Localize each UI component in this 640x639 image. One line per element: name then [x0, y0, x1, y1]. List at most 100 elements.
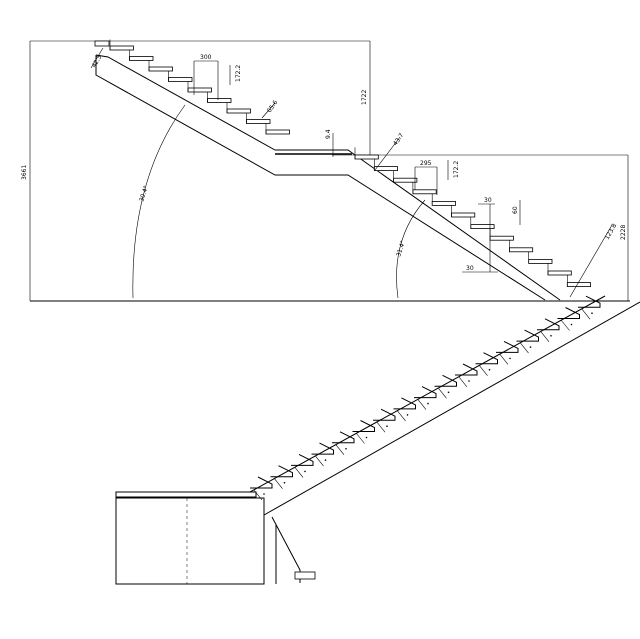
iso-flight-steps [250, 295, 601, 501]
iso-step-support-3 [294, 467, 304, 478]
iso-step-16 [557, 307, 580, 319]
iso-step-bolt-15 [550, 335, 552, 337]
lower-tread-11 [547, 270, 572, 276]
iso-step-support-15 [540, 331, 550, 342]
upper-tread-5 [187, 87, 212, 93]
top-cap [94, 40, 110, 47]
iso-step-support-9 [417, 399, 427, 410]
bottom-nosing-leader [569, 224, 613, 298]
lower-tread-5 [431, 200, 456, 206]
stringer-thickness-label: 65.6 [266, 99, 280, 114]
iso-step-support-17 [581, 309, 591, 320]
iso-step-bolt-16 [570, 323, 573, 326]
lower-tread-3 [393, 177, 418, 183]
lower-tread-9 [508, 247, 534, 253]
bottom-landing-top [115, 491, 257, 498]
iso-step-7 [373, 408, 396, 421]
total-height-label: 3661 [21, 165, 28, 180]
mid-nosing-leader [374, 136, 401, 171]
iso-step-4 [311, 442, 334, 455]
iso-step-11 [455, 363, 478, 376]
stub-step [294, 571, 316, 580]
iso-step-15 [537, 318, 560, 331]
iso-step-bolt-6 [365, 436, 368, 439]
bottom-nosing-label: 123.8 [604, 222, 619, 241]
iso-step-bolt-9 [427, 402, 429, 405]
lower-tread-8 [489, 235, 514, 241]
upper-tread-8 [246, 119, 271, 124]
top-nosing-leader [90, 47, 104, 69]
iso-step-support-4 [315, 455, 324, 467]
upper-stringer-bottom [95, 62, 546, 301]
upper-flight-height-label: 1722 [361, 90, 368, 105]
iso-step-bolt-7 [386, 425, 388, 428]
upper-riser-label: 172.2 [235, 65, 242, 82]
lower-tread-6 [451, 212, 476, 218]
outer-stringer-top [249, 295, 606, 493]
iso-step-17 [578, 295, 601, 308]
upper-tread-1 [109, 45, 134, 51]
lower-tread-1 [354, 154, 379, 160]
upper-flight-steps [109, 39, 290, 135]
iso-step-9 [414, 386, 437, 399]
bottom-landing-block [115, 497, 265, 585]
iso-step-bolt-8 [406, 414, 409, 416]
iso-step-bolt-3 [304, 470, 306, 473]
iso-step-support-2 [274, 478, 283, 489]
iso-step-bolt-12 [488, 368, 491, 371]
mid-nosing-label: 43.7 [392, 132, 406, 147]
iso-step-support-7 [376, 422, 386, 433]
upper-tread-9 [265, 129, 290, 135]
offset-b-label: 60 [512, 206, 519, 214]
lower-riser-label: 172.2 [453, 161, 460, 178]
upper-tread-7 [226, 108, 251, 114]
upper-tread-3 [148, 66, 173, 72]
iso-step-10 [434, 374, 457, 387]
iso-step-8 [393, 397, 416, 410]
upper-tread-label: 300 [200, 54, 212, 61]
iso-step-13 [496, 340, 519, 353]
lower-tread-12 [566, 282, 591, 288]
offset-c-label: 30 [466, 265, 474, 272]
iso-step-5 [332, 431, 355, 444]
lower-flight-steps [354, 147, 591, 288]
iso-step-support-8 [397, 410, 406, 422]
lower-flight-height-label: 2228 [620, 225, 627, 240]
upper-tread-2 [129, 56, 154, 61]
lower-angle-label: 31.4° [395, 240, 407, 258]
iso-step-bolt-5 [345, 448, 347, 450]
upper-angle-label: 30.4° [138, 185, 150, 203]
lower-tread-label: 295 [420, 160, 432, 167]
landing-offset-label: 9.4 [325, 129, 332, 139]
iso-step-1 [250, 476, 273, 489]
iso-step-support-13 [499, 354, 509, 365]
iso-step-support-12 [479, 365, 488, 376]
iso-step-bolt-2 [283, 481, 286, 484]
lower-isometric-view [115, 295, 640, 585]
iso-step-bolt-1 [263, 493, 265, 495]
iso-step-bolt-13 [509, 357, 511, 360]
iso-step-support-6 [356, 433, 365, 444]
iso-step-2 [270, 465, 293, 478]
iso-step-support-11 [458, 376, 468, 388]
iso-step-6 [352, 420, 375, 432]
upper-elevation: 3661 1722 2228 300 172.2 65.6 9. [21, 39, 630, 302]
iso-step-bolt-17 [591, 312, 593, 315]
iso-step-bolt-11 [468, 380, 470, 382]
upper-angle-arc [132, 104, 186, 299]
lower-tread-2 [373, 166, 398, 172]
upper-tread-6 [207, 98, 232, 103]
stringer-thickness-leader [261, 102, 276, 119]
iso-step-14 [516, 329, 539, 342]
iso-step-bolt-4 [324, 459, 327, 461]
iso-step-support-10 [438, 388, 447, 399]
lower-tread-7 [470, 224, 495, 230]
upper-tread-4 [168, 77, 193, 82]
iso-step-support-14 [520, 342, 529, 354]
iso-step-12 [475, 352, 498, 365]
lower-tread-4 [412, 189, 437, 195]
offset-a-label: 30 [484, 197, 492, 204]
lower-tread-10 [528, 258, 553, 264]
